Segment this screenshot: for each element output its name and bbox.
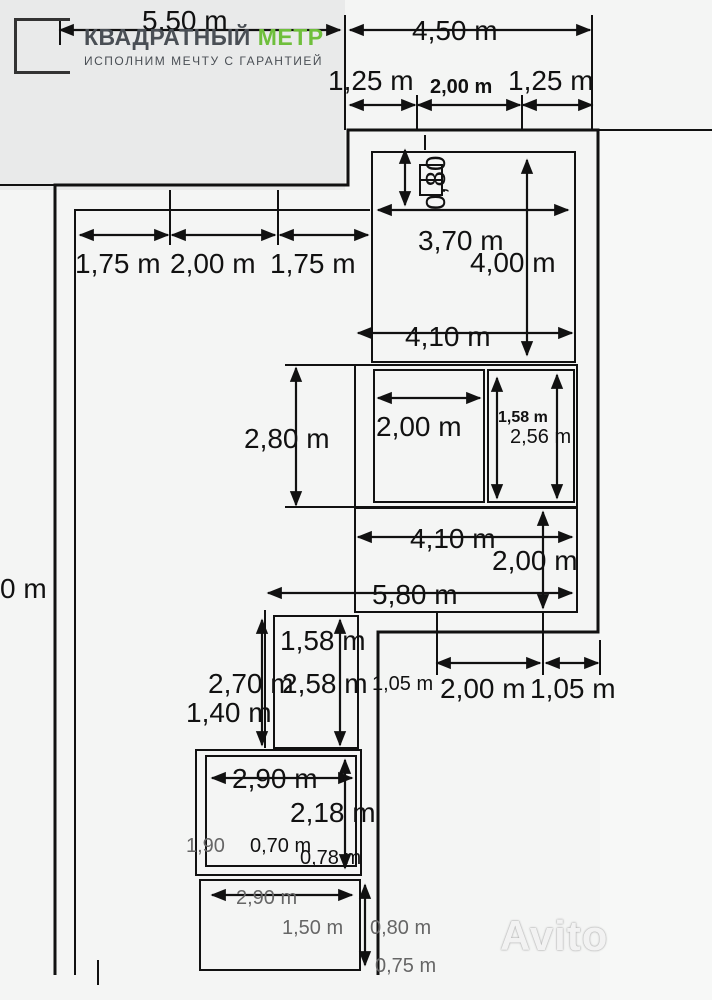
company-logo: КВАДРАТНЫЙ МЕТР ИСПОЛНИМ МЕЧТУ С ГАРАНТИ… xyxy=(14,18,354,80)
dim-room1-height: 4,00 m xyxy=(470,247,556,278)
dim-corr-height: 2,58 m xyxy=(282,668,368,699)
dim-toilet-c: 0,75 m xyxy=(375,955,436,977)
dim-box2-height: 2,56 m xyxy=(510,426,571,448)
dim-gap-mid: 2,00 m xyxy=(440,673,526,704)
dim-small-height: 0,80 xyxy=(420,156,451,211)
inner-wall xyxy=(74,209,370,975)
room-3 xyxy=(354,507,578,613)
room-1 xyxy=(371,151,576,363)
logo-title: КВАДРАТНЫЙ МЕТР xyxy=(84,24,324,50)
room-2-box-b xyxy=(487,369,575,503)
dim-gap-left: 1,05 m xyxy=(372,673,433,695)
dim-block-height: 2,80 m xyxy=(244,423,330,454)
room-2-box-a xyxy=(373,369,485,503)
dim-room1-width: 3,70 m xyxy=(418,225,504,256)
dim-left-seg-1: 1,75 m xyxy=(75,248,161,279)
dim-corr-height-left: 2,70 m xyxy=(208,668,294,699)
dim-bath-a: 1,90 xyxy=(186,835,225,857)
dim-corr-lower: 1,40 m xyxy=(186,697,272,728)
dim-left-seg-3: 1,75 m xyxy=(270,248,356,279)
avito-watermark: Avito xyxy=(500,912,609,959)
dim-total-width: 5,80 m xyxy=(372,579,458,610)
outer-wall xyxy=(53,128,600,975)
dim-left-seg-2: 2,00 m xyxy=(170,248,256,279)
dim-toilet-a: 1,50 m xyxy=(282,917,343,939)
dim-bath-height: 2,18 m xyxy=(290,797,376,828)
dim-toilet-b: 0,80 m xyxy=(370,917,431,939)
bathroom-inner xyxy=(205,755,357,867)
dim-bath-b: 0,70 m xyxy=(250,835,311,857)
dim-bath-c: 0,78 m xyxy=(300,847,361,869)
dim-toilet-width: 2,90 m xyxy=(236,887,297,909)
dim-box2-width: 1,58 m xyxy=(498,409,548,426)
dim-left-edge: 0 m xyxy=(0,573,47,604)
logo-mark-icon xyxy=(14,18,70,74)
right-shade xyxy=(600,130,712,1000)
dim-bath-width: 2,90 m xyxy=(232,763,318,794)
dim-gap-right: 1,05 m xyxy=(530,673,616,704)
dim-room3-width: 4,10 m xyxy=(410,523,496,554)
logo-subtitle: ИСПОЛНИМ МЕЧТУ С ГАРАНТИЕЙ xyxy=(84,54,324,68)
dim-top-seg-right: 1,25 m xyxy=(508,65,594,96)
dim-top-seg-mid: 2,00 m xyxy=(430,76,492,98)
dim-room3-height: 2,00 m xyxy=(492,545,578,576)
bathroom xyxy=(195,749,362,876)
dim-corr-width: 1,58 m xyxy=(280,625,366,656)
dim-top-seg-left: 1,25 m xyxy=(328,65,414,96)
dim-top-left-width: 5,50 m xyxy=(142,5,228,36)
dim-top-right-width: 4,50 m xyxy=(412,15,498,46)
corridor xyxy=(273,615,359,749)
dim-room2-width: 4,10 m xyxy=(405,321,491,352)
dim-box1-width: 2,00 m xyxy=(376,411,462,442)
